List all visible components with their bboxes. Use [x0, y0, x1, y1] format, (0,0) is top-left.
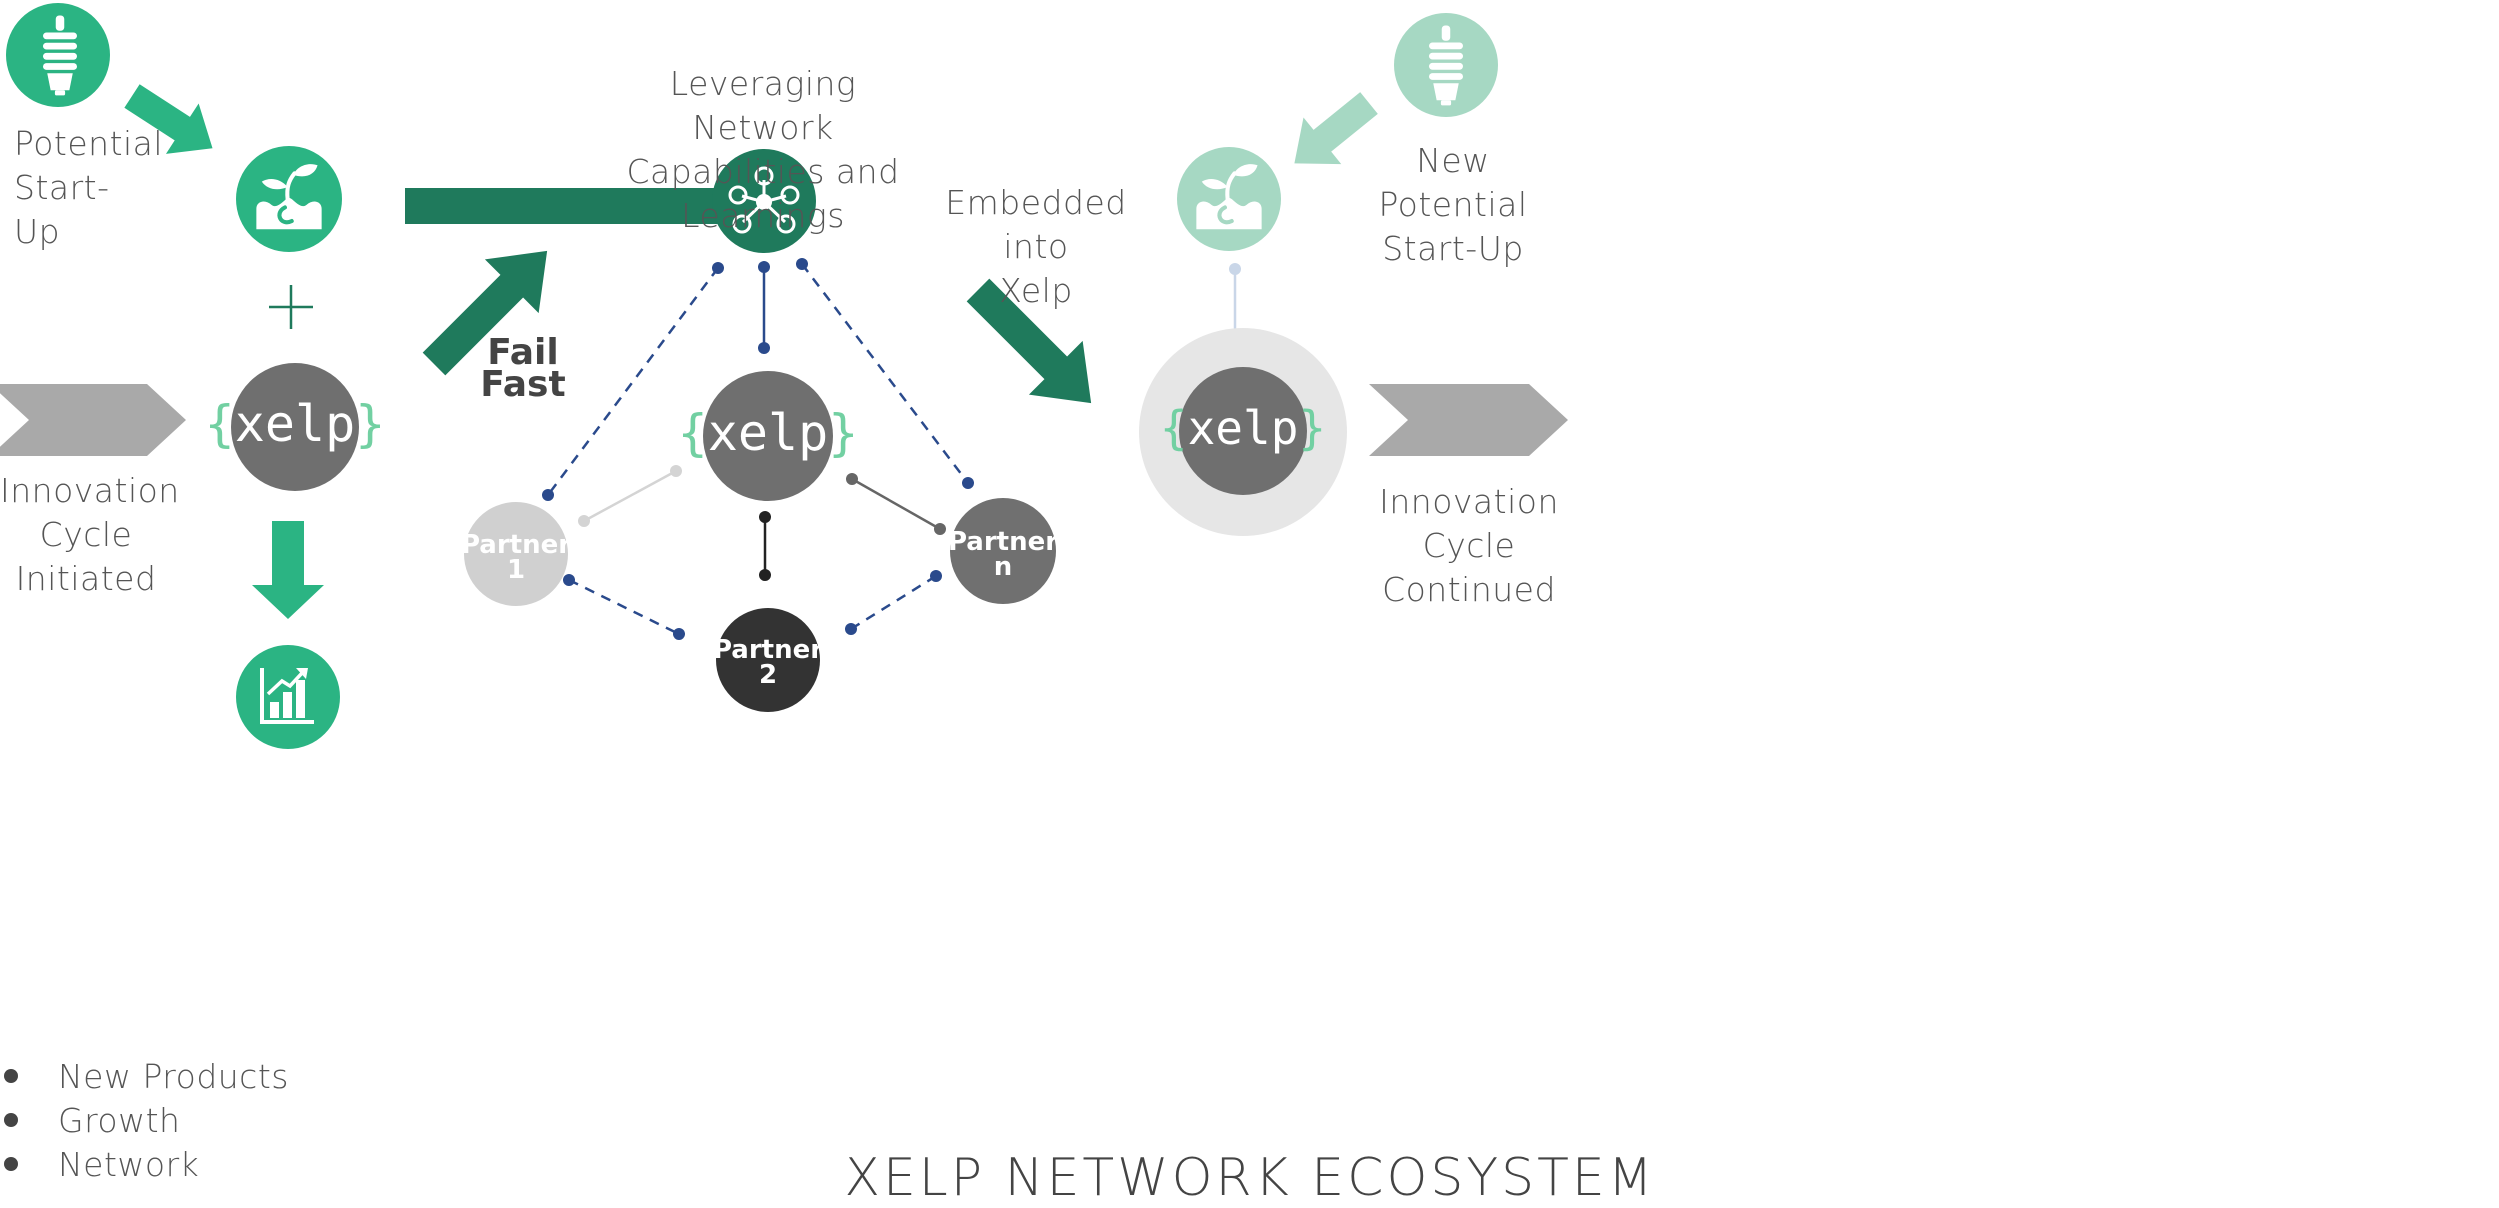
partnern-connector: [851, 477, 941, 531]
chevron-left: [0, 384, 186, 456]
embedded-label: Embedded into Xelp: [945, 183, 1127, 310]
connector-node: [758, 261, 770, 273]
dashed-connector: [546, 267, 720, 496]
connector-node: [846, 473, 858, 485]
connector-node: [578, 515, 590, 527]
connector-node: [845, 623, 857, 635]
connector-node: [563, 574, 575, 586]
connector-node: [712, 262, 724, 274]
xelp-logo: {xelp}: [678, 404, 859, 462]
potential-startup-label: Potential Start-Up: [14, 124, 164, 251]
arrow-right: [405, 168, 801, 244]
dashed-connector: [850, 574, 937, 631]
connector-node: [759, 569, 771, 581]
outcome-item: Growth: [0, 1099, 289, 1143]
connector-node: [758, 342, 770, 354]
arrows: [124, 84, 1378, 619]
xelp-right-circle: [1179, 367, 1307, 495]
xelp-logo: {xelp}: [205, 395, 386, 453]
connector-node: [1229, 263, 1241, 275]
connector-node: [670, 465, 682, 477]
innovation-initiated-label: Innovation Cycle Initiated: [0, 471, 180, 598]
diagram-title: XELP NETWORK ECOSYSTEM: [844, 1148, 1656, 1208]
arrow-up-right: [422, 250, 548, 376]
arrow-down-right: [966, 278, 1092, 404]
chevron-right: [1369, 384, 1568, 456]
partner1-connector: [583, 469, 677, 523]
partner-2-circle: [716, 608, 820, 712]
connectors: [542, 258, 1241, 640]
dashed-connector: [801, 263, 969, 484]
partner-1-circle: [464, 502, 568, 606]
innovation-continued-label: Innovation Cycle Continued: [1379, 482, 1559, 609]
connector-node: [962, 477, 974, 489]
outcome-item: New Products: [0, 1055, 289, 1099]
arrow-down-left: [1294, 92, 1378, 165]
xelp-center-circle: [703, 371, 833, 501]
leveraging-label: Leveraging Network Capabilities and Lear…: [626, 64, 900, 235]
connector-node: [930, 570, 942, 582]
growth-chart-icon: [260, 668, 314, 724]
network-hub-icon: [728, 166, 800, 234]
outcome-item: Network: [0, 1143, 289, 1187]
arrow-down: [252, 521, 324, 619]
xelp-logo: {xelp}: [1160, 401, 1326, 455]
connector-node: [759, 511, 771, 523]
arrow-down-right: [124, 84, 213, 154]
dashed-connector: [568, 578, 680, 636]
connector-node: [673, 628, 685, 640]
partner-n-circle: [950, 498, 1056, 604]
connector-node: [934, 523, 946, 535]
plus-icon: [269, 285, 313, 329]
xelp-left-circle: [231, 363, 359, 491]
outcomes-list: New Products Growth Network: [0, 1055, 289, 1187]
new-potential-startup-label: New Potential Start-Up: [1378, 141, 1528, 268]
connector-node: [796, 258, 808, 270]
connector-node: [542, 489, 554, 501]
